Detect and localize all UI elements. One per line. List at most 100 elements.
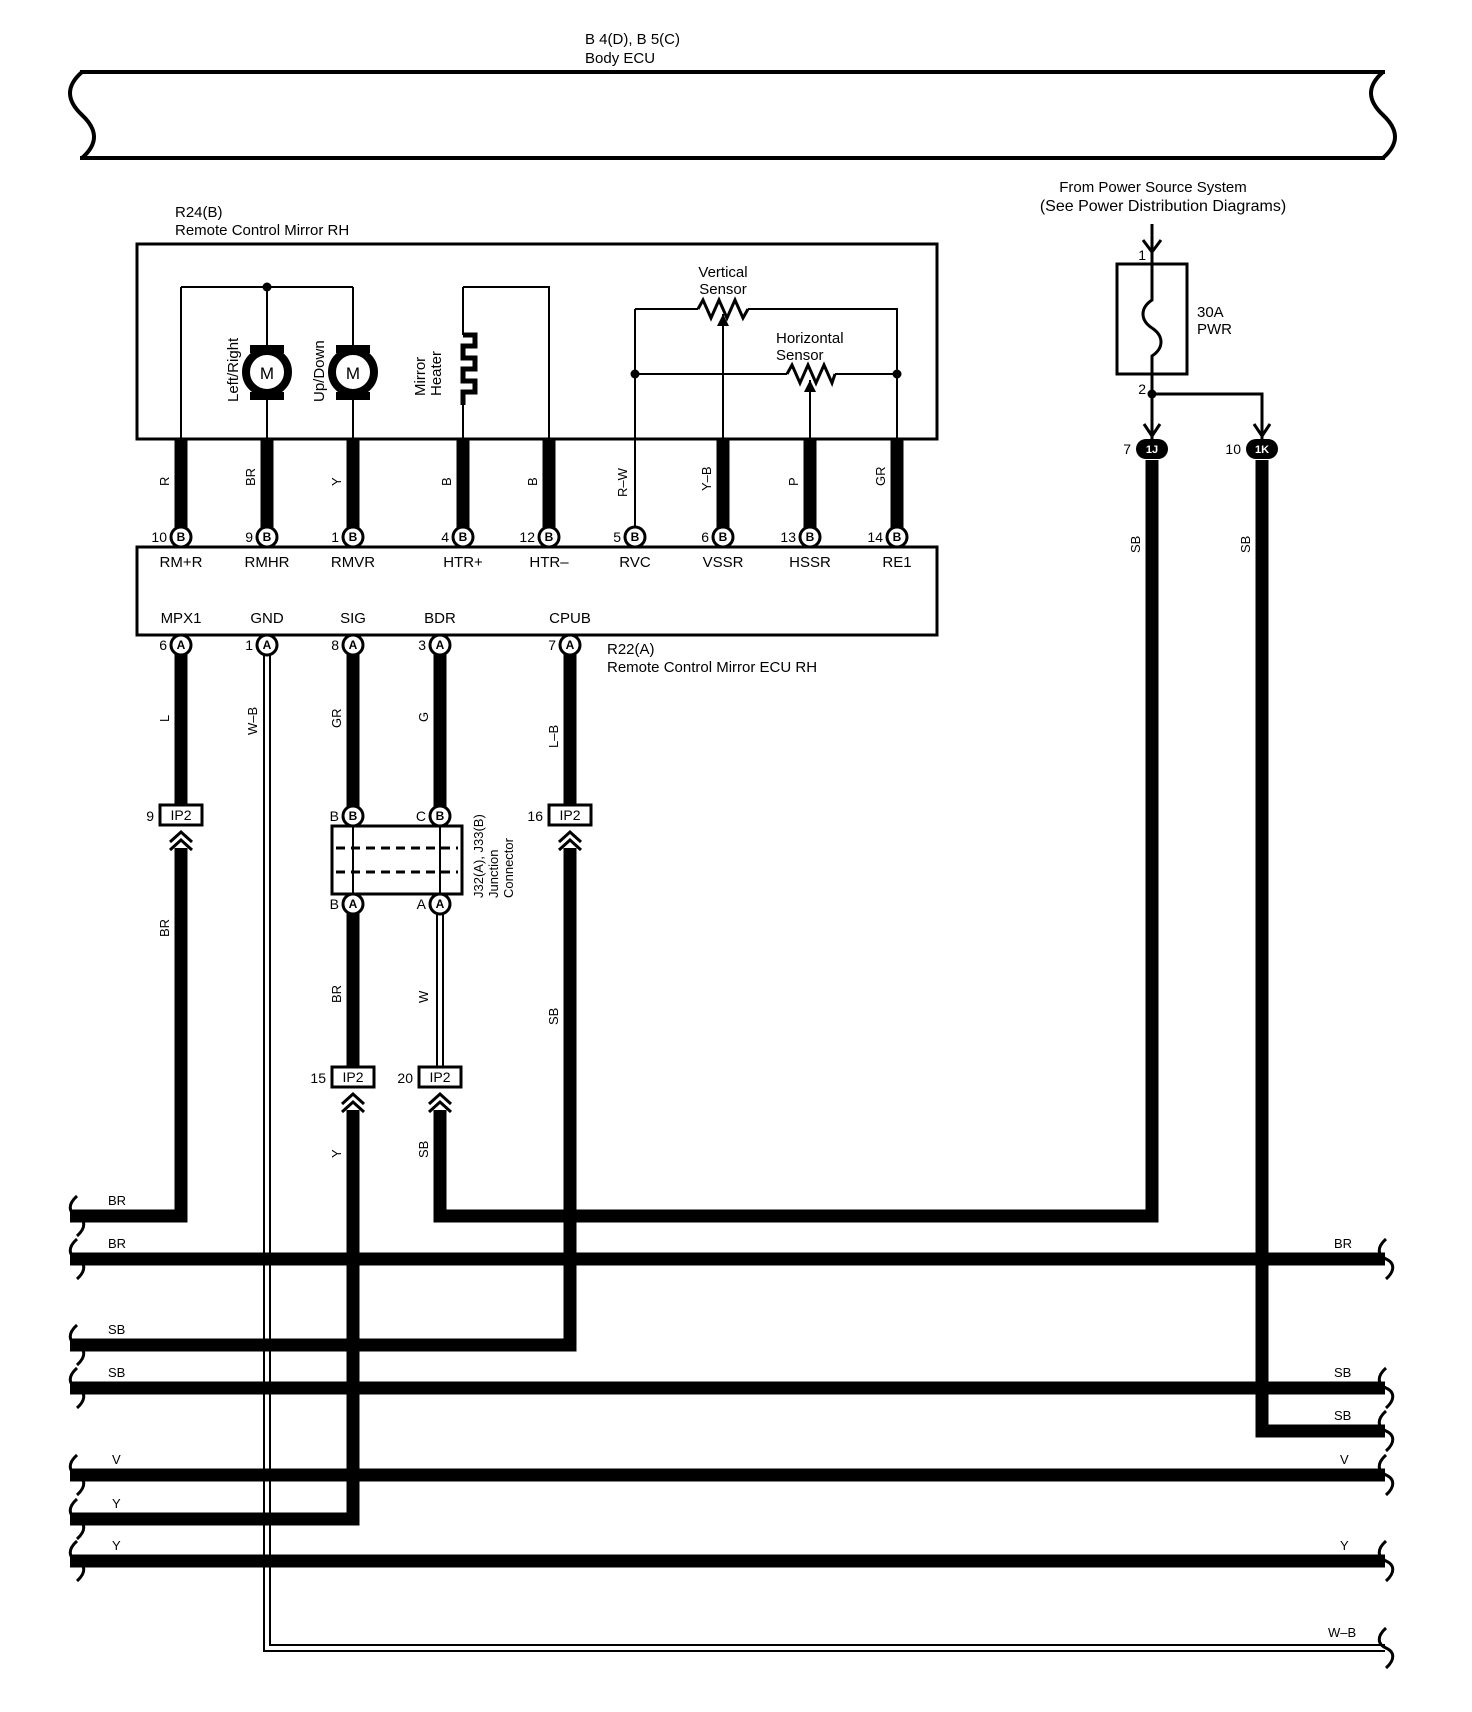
sensor-wiring (634, 308, 898, 439)
pin-circle (341, 804, 365, 828)
motor-ud-icon (328, 347, 378, 397)
motor-ud-symbol: M (346, 364, 360, 383)
pin-number: B (330, 896, 339, 912)
connector-1j-label: 1J (1146, 444, 1158, 456)
body-ecu-break-right (1369, 70, 1397, 160)
pin-number: 12 (519, 529, 535, 545)
junction-label-2: Connector (501, 837, 516, 898)
wire-color-label: R–W (615, 467, 630, 497)
pin-number: 1 (245, 637, 253, 653)
ip2-pin-number: 20 (397, 1070, 413, 1086)
ecu-terminal-label: MPX1 (161, 610, 202, 627)
pin-connector-letter: B (349, 809, 358, 823)
wire-1k-sb (1255, 460, 1385, 1438)
ecu-name: Remote Control Mirror ECU RH (607, 659, 817, 676)
wire-break-icon (1377, 1237, 1395, 1281)
bus-left-label: SB (108, 1322, 125, 1337)
wire-color-label: W–B (245, 707, 260, 735)
bus-left-label: Y (112, 1538, 121, 1553)
wire-color-label: GR (873, 467, 888, 487)
pin-number: 4 (441, 529, 449, 545)
pin-number: B (330, 808, 339, 824)
wire-color-label: SB (416, 1141, 431, 1158)
body-ecu-name: Body ECU (585, 50, 655, 67)
pin-circle (428, 892, 452, 916)
body-ecu-break-left (68, 70, 96, 160)
ip2-label: IP2 (342, 1069, 363, 1085)
pin-circle (798, 525, 822, 549)
junction-label-1: Junction (486, 850, 501, 898)
pin-connector-letter: A (177, 638, 186, 652)
pin-circle (537, 525, 561, 549)
connector-1k (1246, 439, 1278, 459)
wire-color-label: BR (329, 985, 344, 1003)
bus-right-label: V (1340, 1452, 1349, 1467)
pin-number: A (417, 896, 427, 912)
wire-break-icon (1377, 1539, 1395, 1583)
pin-number: 7 (548, 637, 556, 653)
ecu-terminal-label: RMVR (331, 554, 375, 571)
junction-box (330, 824, 464, 896)
ecu-terminal-label: HTR+ (443, 554, 483, 571)
ecu-box (135, 545, 939, 637)
fuse-pin-in: 1 (1138, 247, 1146, 263)
wire-break-icon (1377, 1366, 1395, 1410)
horizontal-sensor-wiper-icon (804, 380, 816, 392)
junction-internal-links (336, 846, 458, 874)
bus-left-ends: BR BR SB SB V Y Y (68, 1193, 126, 1583)
bus-right-label: SB (1334, 1365, 1351, 1380)
fuse-amp: 30A (1197, 304, 1224, 321)
mirror-box (135, 242, 939, 441)
junction-ref: J32(A), J33(B) (471, 814, 486, 898)
wire-color-label: R (157, 477, 172, 486)
ecu-terminal-label: CPUB (549, 610, 591, 627)
ip2-connector (158, 803, 204, 827)
bus-right-label: BR (1334, 1236, 1352, 1251)
pin-connector-letter: A (349, 897, 358, 911)
wire-gnd-a (263, 645, 1385, 1652)
heater-label-1: Mirror (412, 357, 429, 396)
hsensor-label-1: Horizontal (776, 330, 844, 347)
connector-1k-pin: 10 (1225, 441, 1241, 457)
ip2-pin-number: 16 (527, 808, 543, 824)
vsensor-label-1: Vertical (698, 264, 747, 281)
mirror-name: Remote Control Mirror RH (175, 222, 349, 239)
pin-connector-letter: B (545, 530, 554, 544)
pin-number: C (416, 808, 426, 824)
ip2-chevron-icon (557, 829, 583, 852)
power-source-line2: (See Power Distribution Diagrams) (1040, 198, 1286, 215)
pin-circle (169, 633, 193, 657)
wire-color-label: B (439, 477, 454, 486)
bus-left-label: V (112, 1452, 121, 1467)
wire-color-label: P (786, 477, 801, 486)
ecu-terminal-label: RE1 (882, 554, 911, 571)
wire-color-label: SB (1238, 536, 1253, 553)
bus-left-label: SB (108, 1365, 125, 1380)
motor-junction-dot (262, 282, 272, 292)
bus-left-label: BR (108, 1236, 126, 1251)
pin-number: 10 (151, 529, 167, 545)
wire-color-label: B (525, 477, 540, 486)
bus-left-label: BR (108, 1193, 126, 1208)
pin-connector-letter: B (436, 809, 445, 823)
pin-connector-letter: A (349, 638, 358, 652)
body-ecu-ref: B 4(D), B 5(C) (585, 31, 680, 48)
power-feed-arrow-icon (1141, 239, 1163, 255)
pin-circle (558, 633, 582, 657)
heater-wiring (462, 286, 550, 439)
pin-connector-letter: B (459, 530, 468, 544)
pin-circle (341, 525, 365, 549)
ecu-terminal-label: SIG (340, 610, 366, 627)
ip2-label: IP2 (559, 807, 580, 823)
vertical-sensor-wiper-icon (717, 314, 729, 326)
ecu-terminal-label: BDR (424, 610, 456, 627)
heater-label-2: Heater (428, 351, 445, 396)
ip2-label: IP2 (429, 1069, 450, 1085)
wire-color-label: W (416, 990, 431, 1003)
ip2-chevron-icon (340, 1091, 366, 1114)
junction-risers (352, 826, 441, 894)
pin-number: 3 (418, 637, 426, 653)
pin-number: 6 (159, 637, 167, 653)
wire-color-label: SB (1128, 536, 1143, 553)
wire-bdr-w (436, 892, 444, 1077)
